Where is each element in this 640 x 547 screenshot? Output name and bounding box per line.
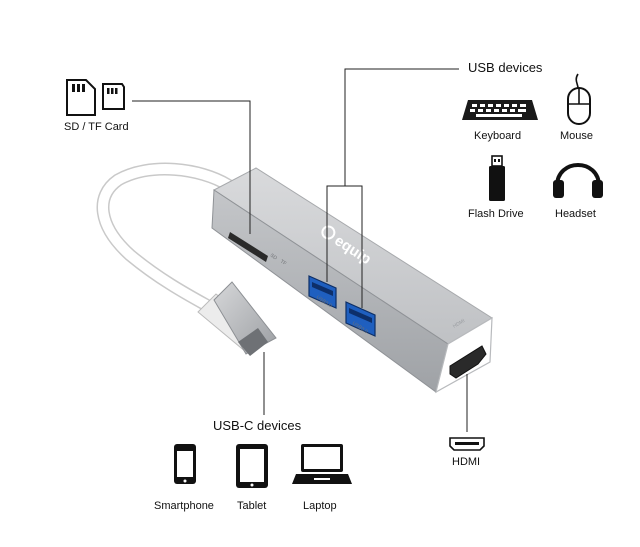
hdmi-port: [449, 345, 487, 379]
usb-c-cable: [96, 162, 235, 313]
label-headset: Headset: [555, 208, 596, 220]
usb-c-plug: [197, 281, 277, 356]
port-label-sd: SD: [269, 253, 278, 262]
headset-icon: [553, 163, 603, 198]
card-leader-line: [132, 100, 251, 234]
usb-bracket-line: [326, 185, 363, 308]
label-flash-drive: Flash Drive: [468, 208, 524, 220]
usb-leader-line: [344, 68, 459, 186]
mouse-icon: [567, 73, 591, 125]
label-hdmi: HDMI: [452, 456, 481, 468]
label-tablet: Tablet: [237, 500, 267, 512]
flash-drive-icon: [489, 155, 505, 201]
tablet-icon: [236, 444, 268, 488]
port-label-tf: TF: [279, 259, 287, 267]
label-laptop: Laptop: [303, 500, 337, 512]
hdmi-icon: [449, 437, 485, 451]
equip-logo-icon: [321, 225, 336, 240]
label-usb-devices: USB devices: [468, 60, 543, 75]
label-sd-tf-card: SD / TF Card: [64, 121, 129, 133]
hub-body: equip USB3.0 USB3.0 HDMI SD TF: [211, 167, 493, 394]
leader-lines: [132, 68, 468, 432]
label-keyboard: Keyboard: [474, 130, 522, 142]
usb-port-1: [308, 275, 337, 309]
port-label-hdmi: HDMI: [452, 318, 466, 330]
keyboard-icon: [462, 100, 538, 120]
label-usb-c-devices: USB-C devices: [213, 418, 302, 433]
tf-card-icon: [102, 83, 125, 110]
laptop-icon: [292, 444, 352, 484]
sd-card-icon: [66, 79, 96, 116]
label-smartphone: Smartphone: [154, 500, 214, 512]
smartphone-icon: [174, 444, 196, 484]
label-mouse: Mouse: [560, 130, 594, 142]
usb-port-2: [345, 301, 376, 337]
card-slot: [228, 232, 268, 262]
